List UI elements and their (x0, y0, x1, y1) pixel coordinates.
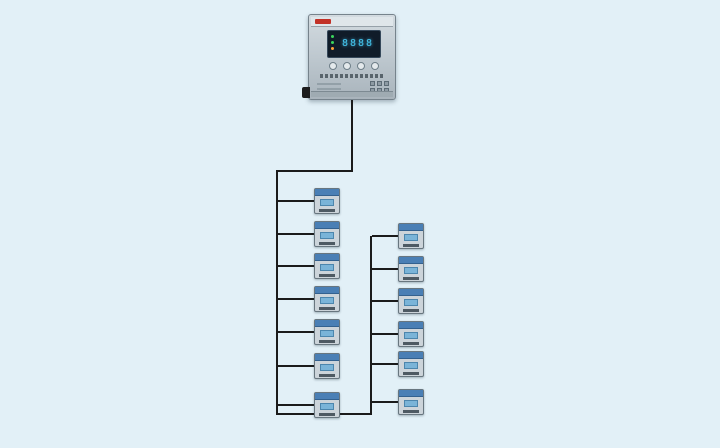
side-fitting (302, 87, 310, 98)
wire-left-bus (276, 170, 278, 415)
detector-display (320, 364, 334, 371)
panel-button (357, 62, 365, 70)
detector-terminal-strip (403, 244, 419, 247)
gas-detector (398, 288, 424, 314)
detector-terminal-strip (403, 277, 419, 280)
detector-terminal-strip (319, 374, 335, 377)
detector-top-band (315, 287, 339, 294)
detector-top-band (399, 224, 423, 231)
wire-branch-stub (278, 331, 314, 333)
wire-branch-stub (372, 333, 398, 335)
keypad-buttons (370, 81, 389, 93)
detector-display (404, 400, 418, 407)
detector-display (320, 330, 334, 337)
controller-display: 8888 (327, 30, 381, 58)
wire-branch-stub (278, 404, 314, 406)
wire-right-bus (370, 236, 372, 415)
wire-branch-stub (278, 233, 314, 235)
gas-detector (314, 188, 340, 214)
gas-detector (314, 286, 340, 312)
detector-display (320, 232, 334, 239)
wire-top-horizontal (276, 170, 353, 172)
detector-display (404, 332, 418, 339)
gas-detector (314, 221, 340, 247)
detector-display (320, 403, 334, 410)
detector-terminal-strip (319, 307, 335, 310)
detector-display (404, 234, 418, 241)
detector-terminal-strip (319, 209, 335, 212)
lcd-display: 8888 (341, 38, 375, 49)
wire-branch-stub (372, 300, 398, 302)
brand-logo (315, 19, 331, 24)
detector-display (404, 362, 418, 369)
panel-button (371, 62, 379, 70)
gas-detector (398, 351, 424, 377)
detector-terminal-strip (403, 342, 419, 345)
gas-detector (314, 353, 340, 379)
detector-top-band (399, 352, 423, 359)
detector-top-band (315, 189, 339, 196)
detector-top-band (315, 354, 339, 361)
wire-branch-stub (372, 401, 398, 403)
detector-top-band (399, 289, 423, 296)
detector-top-band (399, 257, 423, 264)
detector-terminal-strip (319, 413, 335, 416)
panel-key (370, 81, 375, 86)
wire-branch-stub (372, 268, 398, 270)
detector-terminal-strip (403, 309, 419, 312)
gas-detector (314, 319, 340, 345)
detector-terminal-strip (319, 274, 335, 277)
wire-controller-drop (351, 100, 353, 172)
panel-button (343, 62, 351, 70)
control-buttons (327, 62, 381, 70)
panel-label-markings (320, 74, 384, 78)
gas-alarm-controller: 8888 (302, 14, 396, 100)
gas-detector (398, 389, 424, 415)
gas-detector (314, 392, 340, 418)
wire-branch-stub (278, 200, 314, 202)
detector-display (320, 199, 334, 206)
detector-top-band (399, 322, 423, 329)
detector-top-band (315, 393, 339, 400)
detector-top-band (315, 222, 339, 229)
detector-terminal-strip (319, 242, 335, 245)
detector-top-band (315, 254, 339, 261)
controller-top-strip (311, 17, 393, 27)
status-led (331, 35, 334, 38)
status-led (331, 41, 334, 44)
panel-key (384, 81, 389, 86)
detector-display (320, 297, 334, 304)
status-led (331, 47, 334, 50)
detector-display (404, 299, 418, 306)
detector-terminal-strip (403, 372, 419, 375)
wire-branch-stub (278, 365, 314, 367)
wire-branch-stub (372, 363, 398, 365)
detector-terminal-strip (319, 340, 335, 343)
wire-branch-stub (278, 298, 314, 300)
controller-bottom-band (311, 91, 393, 97)
status-leds (331, 35, 334, 50)
detector-display (404, 267, 418, 274)
wire-branch-stub (372, 235, 398, 237)
gas-detector (398, 321, 424, 347)
wire-branch-stub (278, 265, 314, 267)
panel-key (377, 81, 382, 86)
detector-display (320, 264, 334, 271)
detector-top-band (315, 320, 339, 327)
gas-detector (314, 253, 340, 279)
panel-button (329, 62, 337, 70)
detector-terminal-strip (403, 410, 419, 413)
gas-detector (398, 256, 424, 282)
gas-detector (398, 223, 424, 249)
detector-top-band (399, 390, 423, 397)
